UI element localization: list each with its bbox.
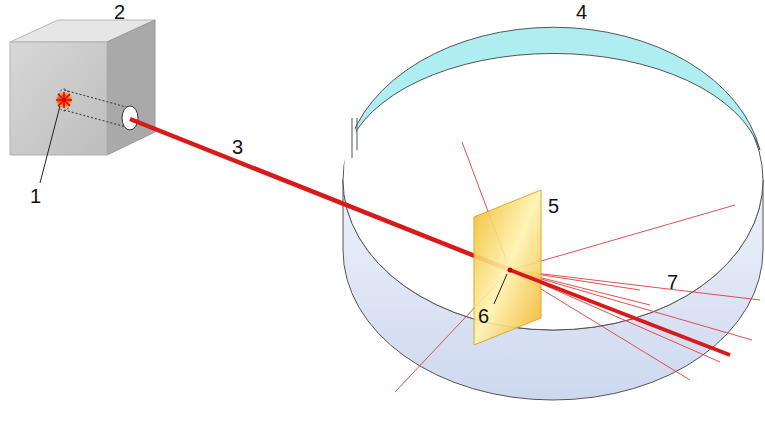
callout-number: 3 [232, 137, 243, 157]
callout-number: 6 [478, 306, 489, 326]
gold-foil [474, 190, 541, 345]
callout-number: 1 [30, 186, 41, 206]
scattered-rays [395, 142, 760, 392]
screen-back-wall [347, 27, 760, 150]
alpha-beam [130, 119, 510, 270]
transmitted-beam [510, 270, 730, 355]
callout-number: 5 [548, 196, 559, 216]
callout-number: 7 [667, 272, 678, 292]
leader-line [40, 106, 60, 183]
lead-box [10, 20, 155, 155]
screen-slit [344, 118, 357, 186]
callout-number: 4 [576, 2, 587, 22]
leader-line [494, 274, 507, 304]
callout-number: 2 [114, 2, 125, 22]
